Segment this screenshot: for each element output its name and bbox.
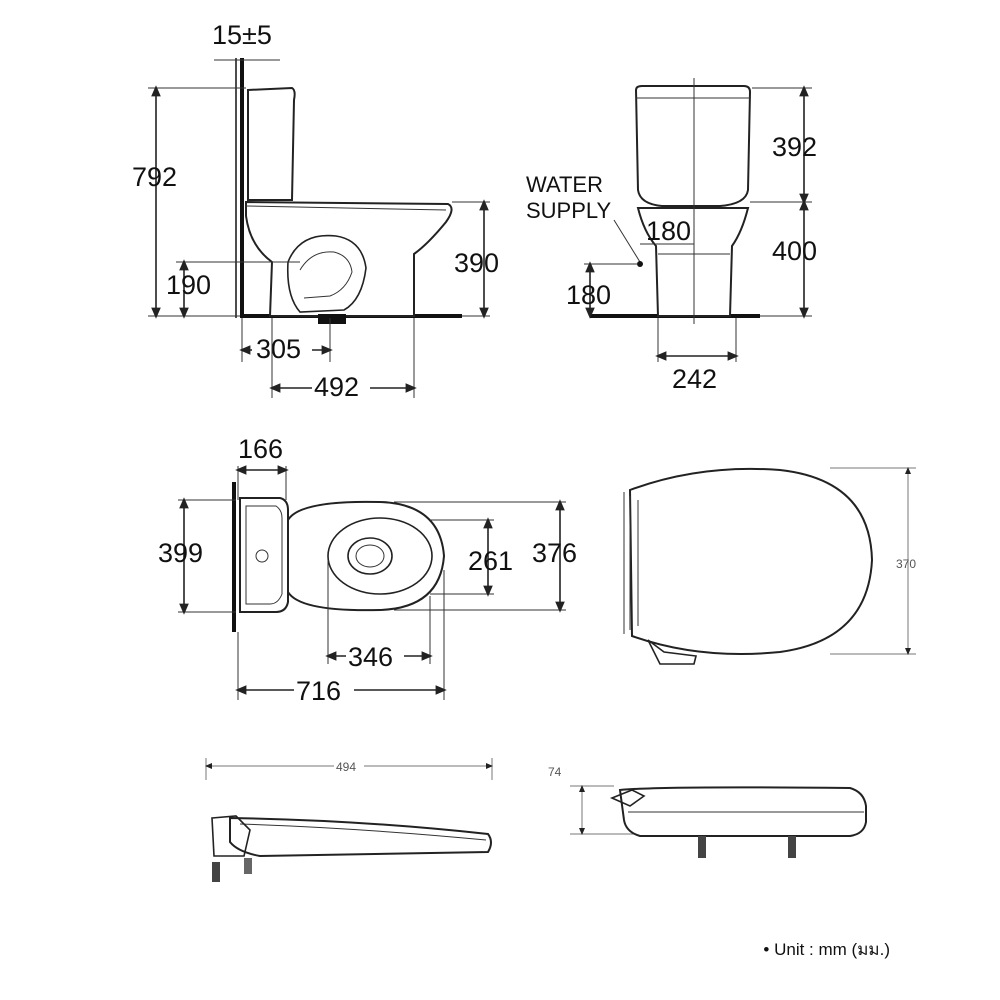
seat-side-dim-length: 494 [336,760,356,774]
side-dim-seat-height: 390 [454,248,499,278]
water-supply-label-2: SUPPLY [526,198,612,223]
side-dim-height: 792 [132,162,177,192]
water-supply-point [637,261,643,267]
side-dim-depth: 492 [314,372,359,402]
top-view: 166 399 261 376 346 716 [158,434,577,706]
top-dim-bowl-length: 346 [348,642,393,672]
side-view: 15±5 792 190 390 305 492 [132,20,499,402]
top-dim-tank-depth: 166 [238,434,283,464]
top-dim-bowl-inner: 261 [468,546,513,576]
top-dim-width: 399 [158,538,203,568]
seat-front-dim-height: 74 [548,765,562,779]
front-dim-tank: 392 [772,132,817,162]
seat-top-view: 370 [623,467,916,665]
front-view: WATER SUPPLY 392 400 180 180 242 [526,78,817,394]
seat-top-dim-width: 370 [896,557,916,571]
front-dim-supply-offset: 180 [646,216,691,246]
front-dim-width: 242 [672,364,717,394]
top-dim-total-length: 716 [296,676,341,706]
side-dim-offset: 305 [256,334,301,364]
top-dim-bowl-outer: 376 [532,538,577,568]
unit-note: • Unit : mm (มม.) [763,940,890,959]
side-dim-gap: 15±5 [212,20,272,50]
side-dim-outlet: 190 [166,270,211,300]
water-supply-label-1: WATER [526,172,603,197]
seat-front-view: 74 [548,765,867,858]
front-dim-base: 400 [772,236,817,266]
front-dim-supply-height: 180 [566,280,611,310]
seat-side-view: 494 [205,758,493,882]
